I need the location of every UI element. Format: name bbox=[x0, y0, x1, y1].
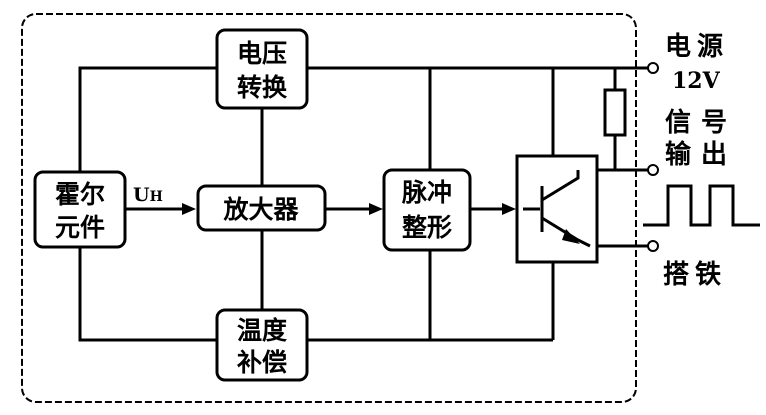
output-label: 输出 bbox=[665, 139, 737, 170]
voltage-converter-label-line2: 转换 bbox=[237, 73, 288, 102]
voltage-converter-block bbox=[217, 30, 307, 108]
temperature-compensation-label-line2: 补偿 bbox=[237, 348, 287, 377]
temperature-compensation-block bbox=[217, 310, 307, 380]
hall-element-label-line1: 霍尔 bbox=[55, 180, 105, 209]
emitter-arrow-icon bbox=[562, 229, 580, 244]
temperature-compensation-label-line1: 温度 bbox=[237, 316, 287, 345]
power-label: 电源 bbox=[665, 32, 729, 62]
amplifier-label: 放大器 bbox=[222, 195, 299, 224]
ground-label: 搭铁 bbox=[663, 259, 727, 290]
signal-arrows bbox=[125, 203, 516, 215]
hall-voltage-label: UH bbox=[133, 184, 163, 206]
pulse-shaper-block bbox=[384, 170, 470, 250]
circuit-wiring bbox=[80, 68, 648, 340]
pull-up-resistor bbox=[605, 90, 625, 135]
pulse-shaper-label-line1: 脉冲 bbox=[401, 178, 452, 207]
pulse-shaper-label-line2: 整形 bbox=[402, 213, 452, 242]
hall-element-block bbox=[35, 172, 125, 247]
sensor-housing-outline bbox=[22, 14, 636, 402]
pulse-waveform-icon bbox=[643, 186, 760, 225]
signal-label: 信号 bbox=[665, 108, 737, 138]
ground-terminal bbox=[648, 241, 658, 251]
amplifier-block bbox=[198, 186, 325, 230]
power-terminal bbox=[648, 63, 658, 73]
hall-element-label-line2: 元件 bbox=[55, 213, 105, 242]
npn-transistor-icon bbox=[523, 170, 590, 246]
signal-output-terminal bbox=[648, 165, 658, 175]
voltage-converter-label-line1: 电压 bbox=[237, 39, 287, 68]
power-voltage-label: 12V bbox=[672, 68, 721, 94]
